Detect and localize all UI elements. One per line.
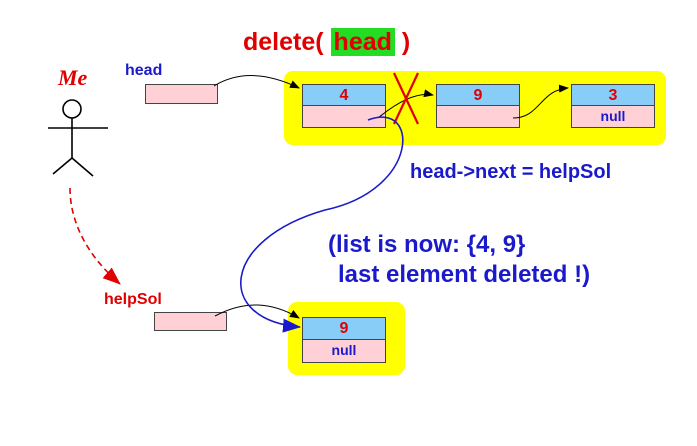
node-next [437,106,519,127]
helpsol-pointer-box [154,312,227,331]
node-value: 3 [572,85,654,106]
actor-label: Me [58,65,88,90]
node-next [303,106,385,127]
helpsol-pointer-label: helpSol [104,291,162,308]
head-pointer-arrow [213,75,300,89]
note-line-1: (list is now: {4, 9} [328,231,526,258]
node-next: null [572,106,654,127]
code-statement: head->next = helpSol [410,161,612,183]
helper-node: 9 null [302,317,386,363]
node-next: null [303,340,385,362]
helpsol-pointer-arrow [214,304,300,319]
list-node: 3 null [571,84,655,128]
head-pointer-label: head [125,62,163,79]
node-value: 9 [437,85,519,106]
node-value: 9 [303,318,385,340]
delete-cross-icon [393,72,419,125]
node-value: 4 [303,85,385,106]
stick-figure-icon [48,99,108,177]
new-next-link-arrow [240,116,404,333]
allocate-helper-arrow [69,187,121,285]
link-9-to-3 [512,84,569,119]
title-argument: head [330,28,395,56]
list-node: 4 [302,84,386,128]
head-pointer-box [145,84,218,104]
title-prefix: delete( [243,28,324,56]
page-title: delete( head ) [243,28,411,56]
link-4-to-9 [377,89,434,119]
note-line-2: last element deleted !) [338,261,591,288]
title-suffix: ) [394,28,411,56]
list-node: 9 [436,84,520,128]
